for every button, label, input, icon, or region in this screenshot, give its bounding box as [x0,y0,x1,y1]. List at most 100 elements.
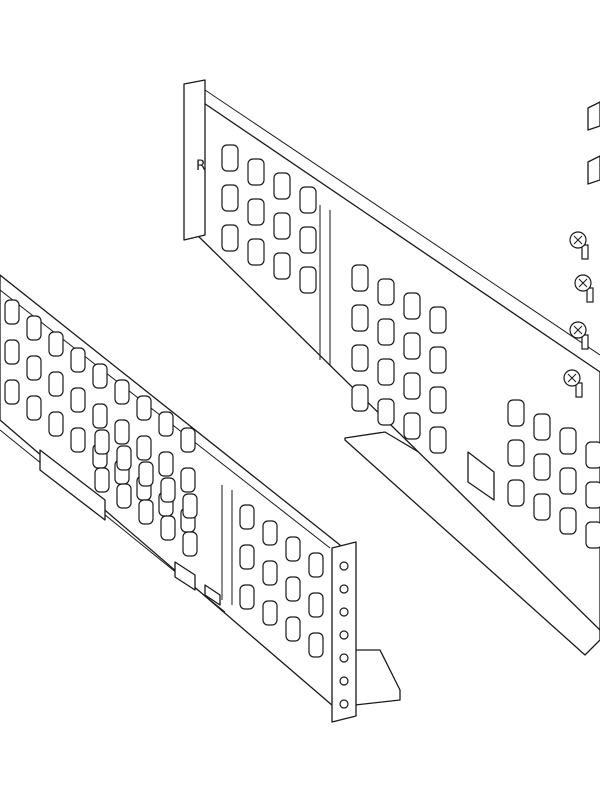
vent-hole [585,481,600,509]
left-rail-tab-2 [174,561,196,591]
vent-hole [138,461,154,487]
vent-hole [285,616,301,642]
left-rail-tab-3 [204,584,221,606]
vent-hole [247,158,265,186]
vent-hole [403,332,421,360]
vent-hole [239,544,255,570]
vent-hole [285,576,301,602]
vent-hole [221,224,239,252]
mounting-hole [339,676,349,686]
cage-nut-1 [587,101,600,131]
vent-hole [351,384,369,412]
vent-hole [308,592,324,618]
vent-hole [429,386,447,414]
vent-hole [26,355,42,381]
vent-hole [116,445,132,471]
vent-hole [4,339,20,365]
right-rail-clip [467,451,495,501]
vent-hole [507,439,525,467]
vent-hole [239,584,255,610]
vent-hole [221,184,239,212]
vent-hole [308,632,324,658]
screw-icon [574,274,594,303]
vent-hole [182,493,198,519]
mounting-hole [339,607,349,617]
vent-hole [262,600,278,626]
screw-icon [563,369,583,398]
vent-hole [4,299,20,325]
vent-hole [585,441,600,469]
vent-hole [351,344,369,372]
vent-hole [533,493,551,521]
vent-hole [158,411,174,437]
vent-hole [158,451,174,477]
vent-hole [273,252,291,280]
vent-hole [70,387,86,413]
vent-hole [26,395,42,421]
left-rail-shelf [354,649,401,706]
vent-hole [429,306,447,334]
vent-hole [92,403,108,429]
vent-hole [403,412,421,440]
vent-hole [403,292,421,320]
vent-hole [377,278,395,306]
vent-hole [160,515,176,541]
vent-hole [299,186,317,214]
hardware [563,101,600,398]
screw-icon [569,321,589,350]
rail-label: R [196,158,206,174]
vent-hole [299,226,317,254]
vent-hole [308,552,324,578]
vent-hole [507,479,525,507]
vent-hole [533,453,551,481]
vent-hole [351,304,369,332]
vent-hole [429,426,447,454]
vent-hole [262,560,278,586]
vent-hole [138,499,154,525]
vent-hole [221,144,239,172]
vent-hole [114,379,130,405]
vent-hole [48,371,64,397]
vent-hole [92,363,108,389]
vent-hole [273,212,291,240]
right-rail-shelf [344,431,600,656]
vent-hole [26,315,42,341]
vent-hole [559,427,577,455]
vent-hole [533,413,551,441]
vent-hole [94,467,110,493]
vent-hole [116,483,132,509]
vent-hole [429,346,447,374]
vent-hole [377,398,395,426]
mounting-hole [339,653,349,663]
vent-hole [239,504,255,530]
vent-hole [247,238,265,266]
vent-hole [48,411,64,437]
vent-hole [507,399,525,427]
mounting-hole [339,630,349,640]
screw-icon [569,231,589,260]
cage-nut-2 [587,155,600,185]
vent-hole [299,266,317,294]
mounting-hole [339,561,349,571]
vent-hole [180,467,196,493]
vent-hole [377,358,395,386]
right-rail-flange [183,79,206,241]
vent-hole [273,172,291,200]
left-rail-tab-1 [39,449,106,521]
vent-hole [403,372,421,400]
right-rail: R [183,79,600,656]
vent-hole [4,379,20,405]
left-rail [0,274,401,723]
vent-hole [247,198,265,226]
vent-hole [70,427,86,453]
vent-hole [351,264,369,292]
vent-hole [285,536,301,562]
vent-hole [262,520,278,546]
vent-hole [559,507,577,535]
vent-hole [136,395,152,421]
vent-hole [70,347,86,373]
vent-hole [559,467,577,495]
vent-hole [377,318,395,346]
vent-hole [160,477,176,503]
